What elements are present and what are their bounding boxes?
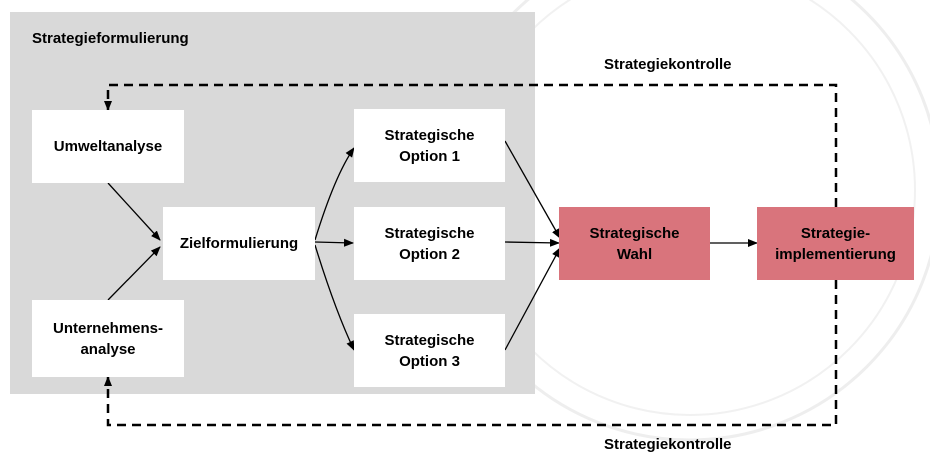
strategische-wahl-box: Strategische Wahl — [559, 207, 710, 280]
implementierung-label-1: Strategie- — [800, 224, 871, 242]
wahl-label-1: Strategische — [589, 224, 680, 242]
strategiekontrolle-label-top: Strategiekontrolle — [604, 56, 732, 73]
unternehmensanalyse-box: Unternehmens- analyse — [32, 300, 184, 377]
wahl-label-2: Wahl — [616, 245, 653, 263]
option3-label-2: Option 3 — [399, 352, 460, 370]
option3-label-1: Strategische — [384, 331, 475, 349]
option3-box: Strategische Option 3 — [354, 314, 505, 387]
strategieimplementierung-box: Strategie- implementierung — [757, 207, 914, 280]
arrow-ziel-option1 — [314, 147, 355, 241]
implementierung-label-2: implementierung — [775, 245, 896, 263]
arrow-option1-wahl — [504, 140, 561, 239]
option2-box: Strategische Option 2 — [354, 207, 505, 280]
arrow-umwelt-ziel — [107, 182, 161, 241]
umweltanalyse-box: Umweltanalyse — [32, 110, 184, 183]
unternehmensanalyse-label-1: Unternehmens- — [52, 319, 164, 337]
kontrolle-loop-top — [104, 83, 838, 207]
option2-label-1: Strategische — [384, 224, 475, 242]
umweltanalyse-label: Umweltanalyse — [53, 138, 163, 155]
option1-box: Strategische Option 1 — [354, 109, 505, 182]
arrow-ziel-option2 — [314, 238, 354, 247]
unternehmensanalyse-label-2: analyse — [80, 340, 136, 358]
option1-label-1: Strategische — [384, 126, 475, 144]
option1-label-2: Option 1 — [399, 147, 460, 165]
panel-title: Strategieformulierung — [32, 30, 189, 47]
arrow-option2-wahl — [504, 238, 560, 247]
option2-label-2: Option 2 — [399, 245, 460, 263]
arrow-ziel-option3 — [314, 244, 355, 351]
arrow-unternehmen-ziel — [107, 246, 161, 301]
strategiekontrolle-label-bottom: Strategiekontrolle — [604, 436, 732, 453]
zielformulierung-box: Zielformulierung — [163, 207, 315, 280]
arrow-option3-wahl — [504, 247, 561, 351]
zielformulierung-label: Zielformulierung — [179, 235, 299, 252]
